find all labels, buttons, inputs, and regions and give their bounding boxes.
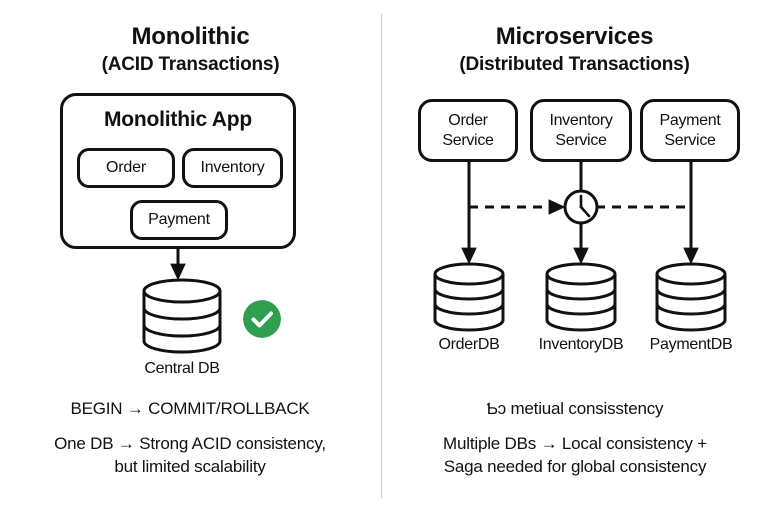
module-order[interactable]: Order (77, 148, 175, 188)
transaction-flow-text: BEGIN → COMMIT/ROLLBACK (70, 399, 310, 418)
service-box-order[interactable]: Order Service (418, 99, 518, 162)
service-payment-line1: Payment (659, 111, 721, 129)
microservices-summary-line-1: Multiple DBs → Local consistency + (443, 434, 707, 453)
microservices-title-group: Microservices (Distributed Transactions) (381, 22, 768, 78)
monolithic-title-group: Monolithic (ACID Transactions) (0, 22, 381, 78)
paymentdb-label: PaymentDB (649, 336, 733, 353)
module-order-label: Order (106, 159, 146, 176)
inventorydb-label: InventoryDB (538, 336, 624, 353)
panel-divider (381, 14, 382, 498)
service-inventory-line2: Service (555, 131, 607, 149)
service-order-line2: Service (442, 131, 494, 149)
module-payment-label: Payment (148, 211, 210, 228)
microservices-subtitle: (Distributed Transactions) (459, 54, 690, 75)
orderdb-cylinder[interactable] (432, 262, 506, 332)
central-db-cylinder[interactable] (141, 278, 223, 354)
module-payment[interactable]: Payment (130, 200, 228, 240)
monolithic-subtitle: (ACID Transactions) (101, 54, 280, 75)
module-inventory-label: Inventory (200, 159, 265, 176)
monolithic-app-label: Monolithic App (103, 108, 253, 131)
monolithic-summary-line-2: but limited scalability (114, 457, 266, 476)
orderdb-label: OrderDB (438, 336, 500, 353)
monolithic-summary-line-1: One DB → Strong ACID consistency, (54, 434, 326, 453)
monolithic-panel: Monolithic (ACID Transactions) (0, 0, 381, 512)
service-inventory-text: Inventory Service (533, 102, 629, 159)
inventorydb-cylinder[interactable] (544, 262, 618, 332)
central-db-label: Central DB (144, 360, 220, 377)
service-box-payment[interactable]: Payment Service (640, 99, 740, 162)
service-payment-line2: Service (664, 131, 716, 149)
consistency-note-text: Ƅɔ metiual consisstency (486, 399, 664, 418)
monolithic-title: Monolithic (131, 23, 250, 50)
microservices-summary-line-2: Saga needed for global consistency (443, 457, 707, 476)
service-inventory-line1: Inventory (549, 111, 613, 129)
service-order-line1: Order (448, 111, 488, 129)
microservices-panel: Microservices (Distributed Transactions) (381, 0, 768, 512)
paymentdb-cylinder[interactable] (654, 262, 728, 332)
check-circle-icon (243, 300, 281, 338)
service-payment-text: Payment Service (643, 102, 737, 159)
microservices-title: Microservices (495, 23, 654, 50)
service-box-inventory[interactable]: Inventory Service (530, 99, 632, 162)
module-inventory[interactable]: Inventory (182, 148, 283, 188)
service-order-text: Order Service (421, 102, 515, 159)
